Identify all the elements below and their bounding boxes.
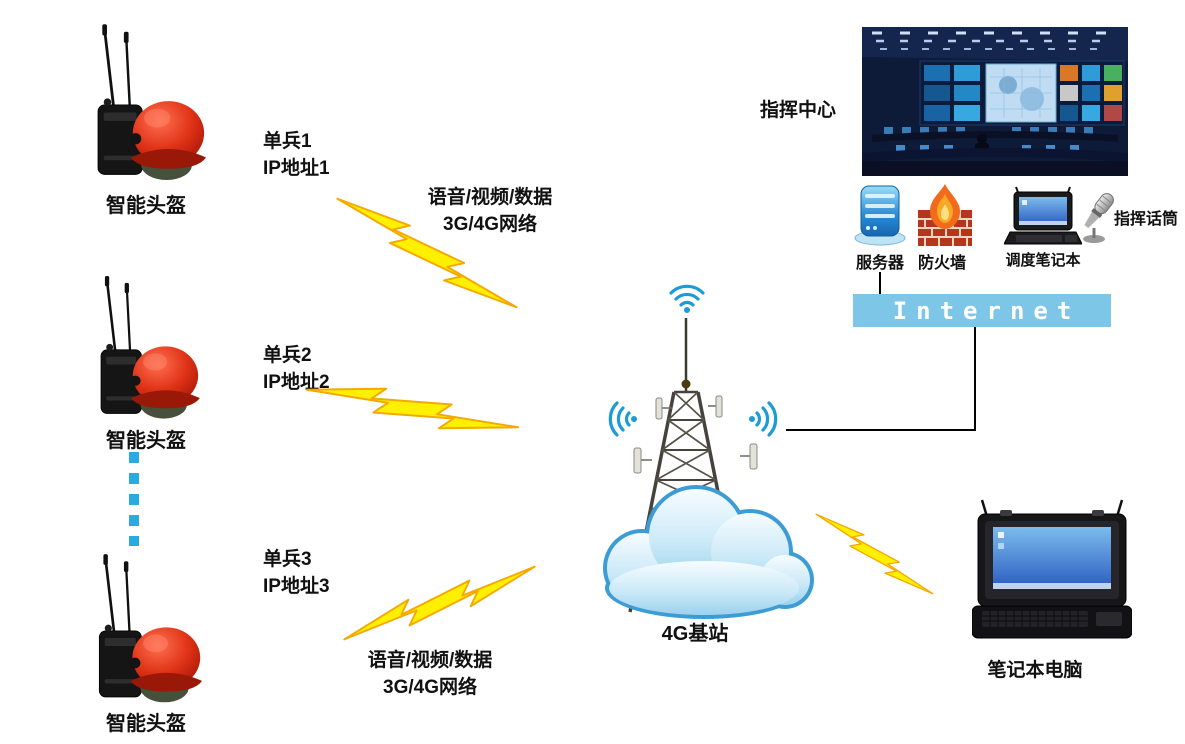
internet-bar: Internet	[853, 294, 1111, 327]
server-icon	[854, 182, 906, 246]
dispatch-laptop-label: 调度笔记本	[1005, 252, 1081, 269]
internet-label: Internet	[892, 296, 1081, 325]
smart-helmet-unit-3	[86, 552, 204, 706]
internet-to-basestation-line	[786, 327, 976, 431]
helmet-label-2: 智能头盔	[106, 430, 186, 452]
soldier-2-id: 单兵2 IP地址2	[263, 342, 330, 396]
command-microphone-icon	[1078, 190, 1116, 244]
soldier-1-ip: IP地址1	[263, 158, 330, 179]
field-laptop-label: 笔记本电脑	[987, 660, 1083, 681]
soldier-2-name: 单兵2	[263, 345, 312, 366]
operator-desks	[862, 127, 1128, 162]
command-microphone-label: 指挥话筒	[1114, 211, 1179, 228]
soldier-1-id: 单兵1 IP地址1	[263, 128, 330, 182]
soldier-2-ip: IP地址2	[263, 372, 330, 393]
firewall-icon	[916, 180, 974, 246]
base-station-label: 4G基站	[661, 623, 729, 645]
wifi-signal-right	[747, 401, 778, 437]
command-center-label: 指挥中心	[760, 100, 837, 121]
smart-helmet-unit-1	[84, 22, 208, 184]
wireless-link-text-bottom: 语音/视频/数据 3G/4G网络	[345, 647, 515, 701]
wifi-signal-left	[608, 401, 639, 437]
dispatch-laptop-icon	[1004, 186, 1082, 248]
link-bottom-line1: 语音/视频/数据	[367, 650, 493, 671]
link-top-line2: 3G/4G网络	[443, 214, 537, 235]
wireless-link-text-top: 语音/视频/数据 3G/4G网络	[405, 184, 575, 238]
soldier-3-id: 单兵3 IP地址3	[263, 546, 330, 600]
smart-helmet-unit-2	[88, 274, 202, 422]
firewall-label: 防火墙	[917, 255, 966, 272]
command-center-photo	[862, 27, 1128, 176]
video-wall	[924, 63, 1122, 123]
base-station-4g	[592, 280, 814, 632]
network-cloud	[603, 485, 814, 619]
link-bottom-line2: 3G/4G网络	[383, 677, 477, 698]
soldier-1-name: 单兵1	[263, 131, 312, 152]
link-top-line1: 语音/视频/数据	[427, 187, 553, 208]
helmet-label-1: 智能头盔	[106, 195, 186, 217]
server-label: 服务器	[855, 255, 904, 272]
soldier-3-name: 单兵3	[263, 549, 312, 570]
field-laptop	[972, 498, 1132, 643]
helmet-label-3: 智能头盔	[106, 713, 186, 735]
wifi-signal-top	[669, 284, 705, 315]
soldier-3-ip: IP地址3	[263, 576, 330, 597]
